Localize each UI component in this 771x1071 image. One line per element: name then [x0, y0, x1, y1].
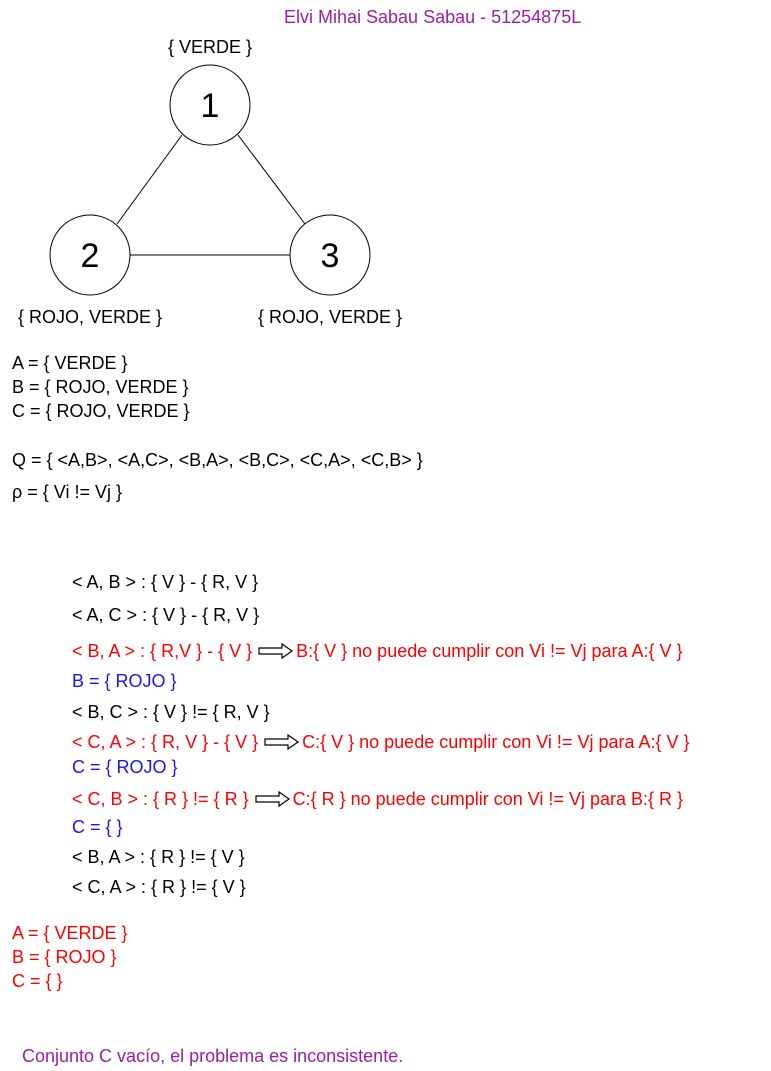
node-2: [49, 214, 131, 296]
result-a: A = { VERDE }: [12, 923, 128, 943]
domain-b: B = { ROJO, VERDE }: [12, 377, 189, 397]
step-note: B:{ V } no puede cumplir con Vi != Vj pa…: [296, 641, 683, 661]
step-text: C = { ROJO }: [72, 757, 178, 777]
node-1-label: 1: [201, 87, 220, 125]
node-3: [289, 214, 371, 296]
step-text: B = { ROJO }: [72, 671, 177, 691]
node-1: [169, 64, 251, 146]
step-row: < B, A > : { R } != { V }: [72, 848, 245, 866]
node-3-domain: { ROJO, VERDE }: [258, 307, 402, 327]
step-note: C:{ V } no puede cumplir con Vi != Vj pa…: [302, 732, 690, 752]
node-1-domain: { VERDE }: [168, 37, 252, 57]
step-row: < B, C > : { V } != { R, V }: [72, 703, 270, 721]
step-text: < C, B > : { R } != { R }: [72, 789, 249, 809]
step-row: < C, A > : { R } != { V }: [72, 878, 246, 896]
step-row: C = { ROJO }: [72, 758, 178, 776]
implies-arrow-icon: [258, 643, 294, 659]
node-2-label: 2: [81, 237, 100, 275]
step-row: B = { ROJO }: [72, 672, 177, 690]
step-row: < A, C > : { V } - { R, V }: [72, 606, 259, 624]
domain-a: A = { VERDE }: [12, 353, 128, 373]
implies-arrow-icon: [255, 791, 290, 807]
result-c: C = { }: [12, 971, 63, 991]
node-3-label: 3: [321, 237, 340, 275]
step-text: C = { }: [72, 817, 123, 837]
step-text: < B, A > : { R,V } - { V }: [72, 641, 253, 661]
step-text: < B, C > : { V } != { R, V }: [72, 702, 270, 722]
step-row: < C, A > : { R, V } - { V } C:{ V } no pu…: [72, 733, 690, 751]
domain-c: C = { ROJO, VERDE }: [12, 401, 190, 421]
conclusion: Conjunto C vacío, el problema es inconsi…: [22, 1046, 404, 1066]
implies-arrow-icon: [264, 734, 300, 750]
edge-1-3: [237, 134, 306, 225]
result-b: B = { ROJO }: [12, 947, 117, 967]
step-row: < C, B > : { R } != { R } C:{ R } no pued…: [72, 790, 683, 808]
step-text: < A, C > : { V } - { R, V }: [72, 605, 260, 625]
arc-set-q: Q = { <A,B>, <A,C>, <B,A>, <B,C>, <C,A>,…: [12, 450, 423, 470]
step-text: < C, A > : { R, V } - { V }: [72, 732, 259, 752]
step-row: < A, B > : { V } - { R, V }: [72, 573, 258, 591]
step-text: < C, A > : { R } != { V }: [72, 877, 246, 897]
step-text: < A, B > : { V } - { R, V }: [72, 572, 259, 592]
step-row: < B, A > : { R,V } - { V } B:{ V } no pue…: [72, 642, 683, 660]
node-2-domain: { ROJO, VERDE }: [18, 307, 162, 327]
step-row: C = { }: [72, 818, 123, 836]
author-header: Elvi Mihai Sabau Sabau - 51254875L: [284, 7, 582, 27]
edge-1-2: [116, 134, 183, 225]
step-note: C:{ R } no puede cumplir con Vi != Vj pa…: [292, 789, 684, 809]
constraint-rho: ρ = { Vi != Vj }: [12, 482, 122, 502]
constraint-graph: 1 2 3 { VERDE } { ROJO, VERDE } { ROJO, …: [18, 37, 402, 327]
step-text: < B, A > : { R } != { V }: [72, 847, 245, 867]
